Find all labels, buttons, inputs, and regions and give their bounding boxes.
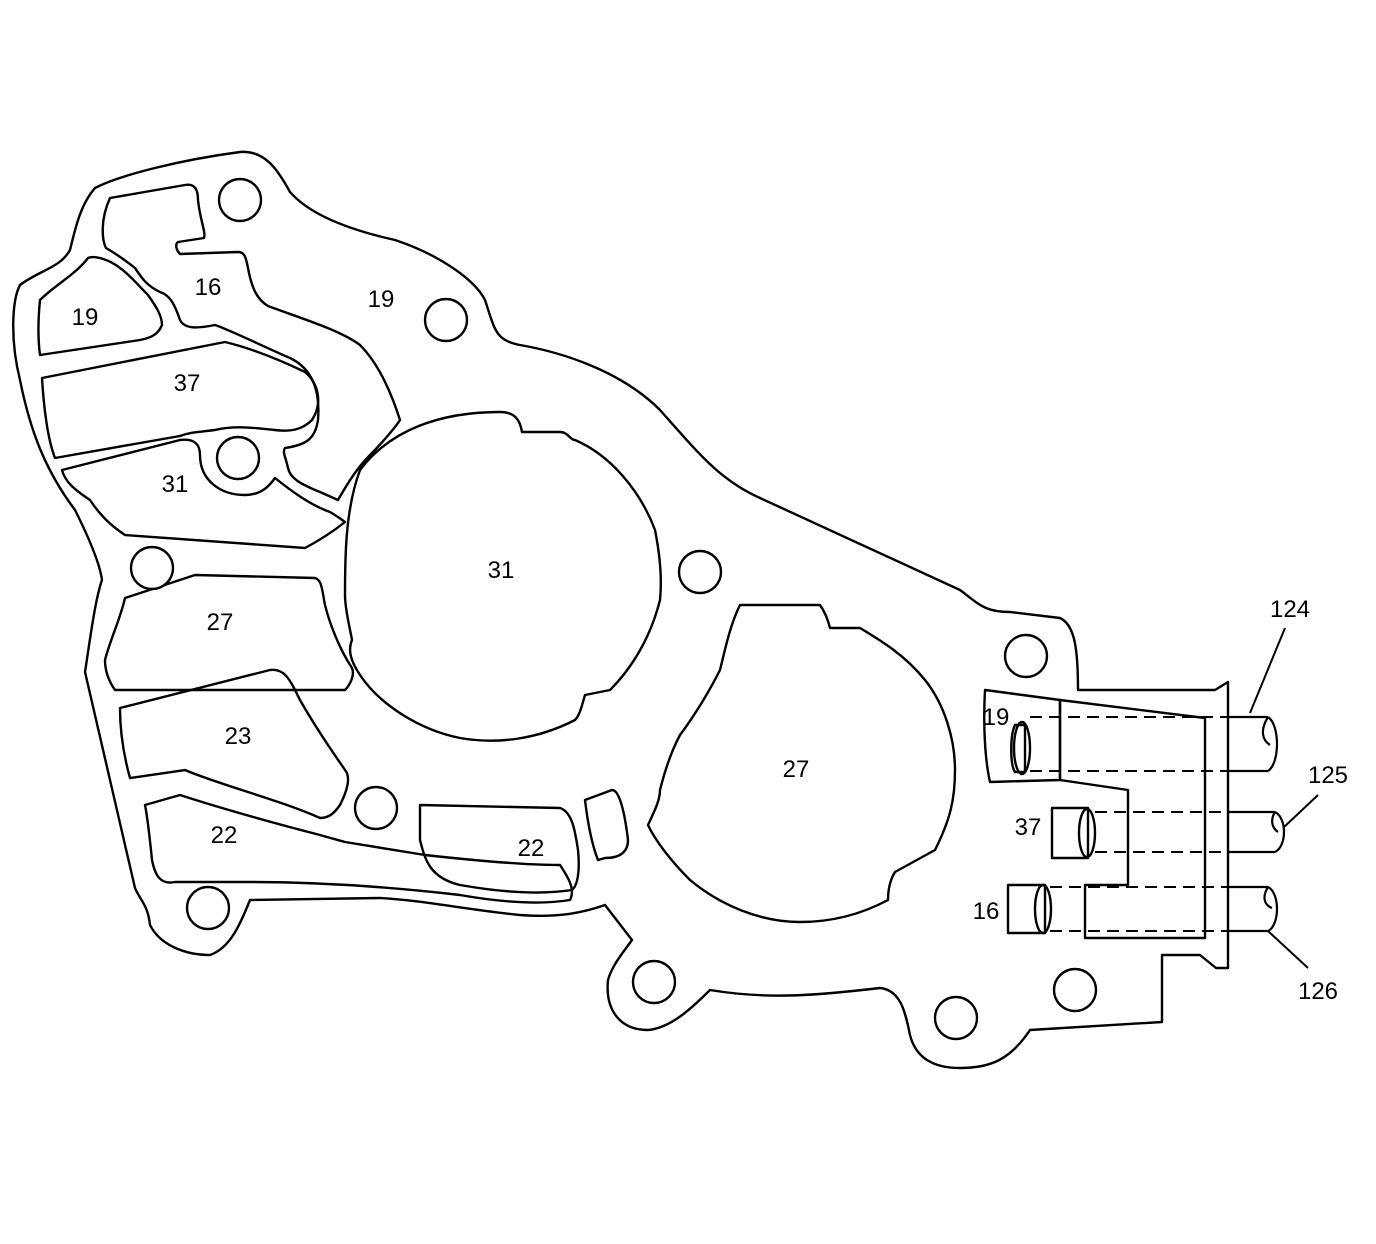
cavity-27-large <box>646 603 957 924</box>
cavity-22-mid <box>418 803 580 894</box>
bolt-hole <box>677 549 723 595</box>
bolt-hole <box>933 995 979 1041</box>
label-port-37: 37 <box>1015 814 1042 841</box>
bolt-hole <box>353 785 399 831</box>
leader-126 <box>1267 930 1309 969</box>
port-ellipse-16 <box>1033 883 1053 935</box>
pipe-126 <box>1228 885 1279 933</box>
port-opening-19 <box>1010 723 1027 774</box>
cavity-22-left <box>143 793 574 904</box>
leader-124 <box>1249 627 1286 714</box>
slot-small-bottom <box>583 788 630 862</box>
label-passage-27: 27 <box>207 609 234 636</box>
bolt-hole <box>1003 633 1049 679</box>
label-passage-22: 22 <box>211 822 238 849</box>
cavity-16-top <box>101 183 402 502</box>
label-port-16: 16 <box>973 898 1000 925</box>
pipe-125 <box>1228 810 1286 854</box>
callout-125: 125 <box>1308 762 1348 789</box>
label-passage-37: 37 <box>174 370 201 397</box>
cavity-19-left <box>37 255 164 357</box>
pipe-124 <box>1228 715 1278 773</box>
label-passage-19: 19 <box>368 286 395 313</box>
cavity-31-large <box>343 410 662 742</box>
port-block-19 <box>983 688 1062 784</box>
port-ellipse-19 <box>1012 720 1032 776</box>
label-passage-23: 23 <box>225 723 252 750</box>
callout-126: 126 <box>1298 978 1338 1005</box>
cavity-27-left <box>103 573 355 692</box>
label-passage-19: 19 <box>72 304 99 331</box>
bolt-hole <box>215 435 261 481</box>
port-ellipse-37 <box>1077 807 1097 859</box>
label-port-19: 19 <box>983 704 1010 731</box>
cavity-37-left <box>40 340 320 460</box>
bolt-hole <box>1052 967 1098 1013</box>
bolt-hole <box>423 297 469 343</box>
label-passage-22: 22 <box>518 835 545 862</box>
label-passage-16: 16 <box>195 274 222 301</box>
cavity-23 <box>118 668 350 820</box>
label-passage-31: 31 <box>162 471 189 498</box>
bolt-hole <box>185 885 231 931</box>
port-block-inner <box>1058 698 1207 940</box>
label-passage-27: 27 <box>783 756 810 783</box>
leader-125 <box>1282 794 1319 829</box>
gasket-outer-edge <box>12 150 1230 1070</box>
cavity-31-small <box>60 438 347 550</box>
bolt-hole <box>217 177 263 223</box>
bolt-hole <box>631 959 677 1005</box>
bolt-hole <box>129 545 175 591</box>
label-passage-31: 31 <box>488 557 515 584</box>
port-opening-16 <box>1006 883 1047 935</box>
callout-124: 124 <box>1270 596 1310 623</box>
